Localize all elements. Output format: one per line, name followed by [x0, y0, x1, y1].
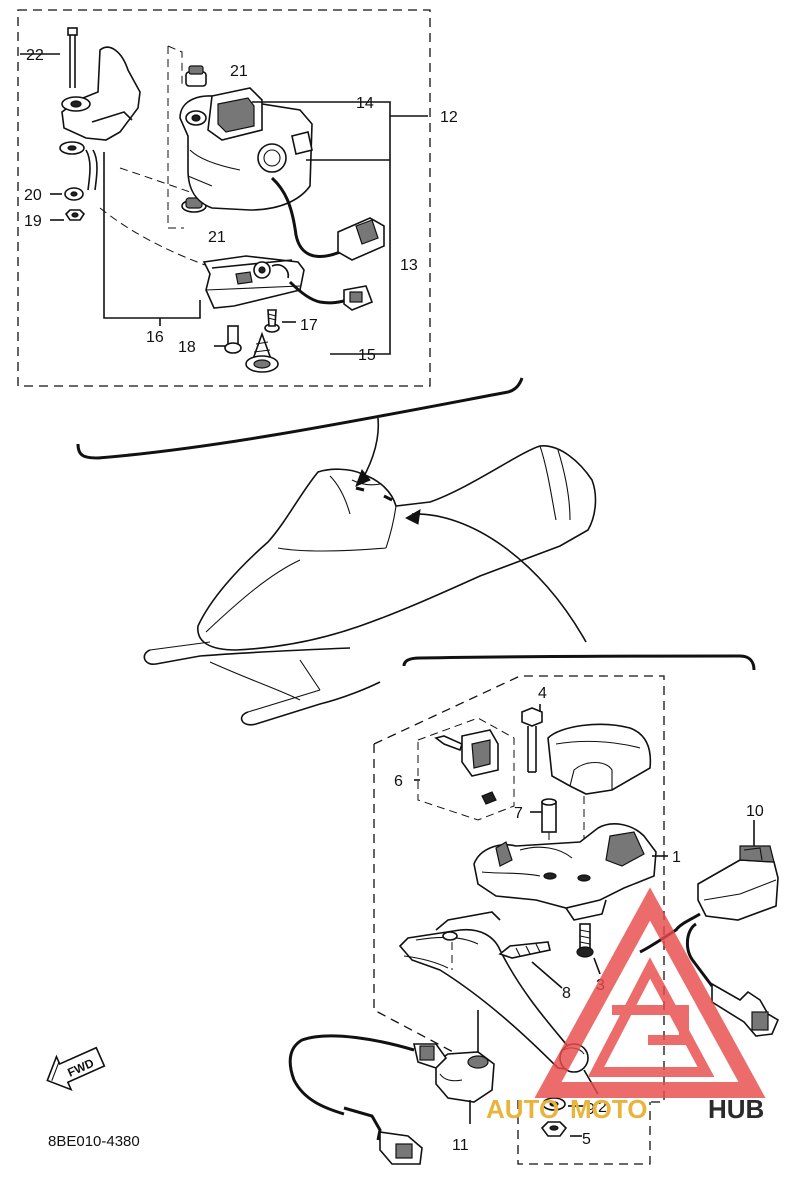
label-21-bottom: 21 [208, 229, 226, 246]
connector-11 [379, 1131, 423, 1165]
part-7-pin [541, 798, 557, 874]
lower-inset: 4 6 7 10 1 3 8 2 9 5 11 [288, 675, 780, 1165]
label-6: 6 [394, 773, 403, 790]
part-6-group [417, 717, 515, 821]
label-18: 18 [178, 339, 196, 356]
part-5-nut [540, 1121, 582, 1137]
label-17: 17 [300, 317, 318, 334]
lever-cover [547, 723, 652, 870]
lower-inset-border [373, 675, 665, 1103]
upper-inset-border [17, 9, 431, 387]
watermark-hub: HUB [708, 1094, 764, 1124]
diagram-code: 8BE010-4380 [48, 1133, 140, 1150]
label-9: 9 [586, 1101, 595, 1118]
part-17-screw [264, 309, 280, 333]
label-4: 4 [538, 685, 547, 702]
part-16-bracket [59, 46, 141, 191]
brake-lever [398, 911, 579, 1071]
watermark-moto: MOTO [570, 1094, 648, 1124]
part-9-washer [542, 1097, 584, 1111]
watermark-triangle-icon [534, 887, 766, 1098]
label-19: 19 [24, 213, 42, 230]
part-14-throttle-case [179, 87, 313, 211]
label-7: 7 [514, 805, 523, 822]
label-12: 12 [440, 109, 458, 126]
part-11-cable [288, 1034, 415, 1116]
part-6-holder [434, 729, 499, 805]
part-21-grommet-top [185, 65, 207, 87]
part-8-screw [498, 941, 563, 989]
part-10-switch [697, 820, 779, 921]
callout-arcs [76, 377, 756, 671]
fwd-arrow: FWD [46, 1046, 106, 1092]
label-8: 8 [562, 985, 571, 1002]
label-13: 13 [400, 257, 418, 274]
watermark-logo [534, 887, 766, 1098]
label-20: 20 [24, 187, 42, 204]
throttle-case-cable [270, 176, 341, 258]
part-11-switch [413, 1043, 495, 1124]
part-18-screw [224, 325, 242, 354]
label-16: 16 [146, 329, 164, 346]
part-22-bolt [67, 27, 78, 88]
label-11: 11 [452, 1137, 469, 1154]
label-2: 2 [598, 1099, 607, 1116]
label-14: 14 [356, 95, 374, 112]
label-10: 10 [746, 803, 764, 820]
watermark-auto: AUTO [486, 1094, 559, 1124]
connector-10 [711, 982, 780, 1037]
part-10-cable [686, 922, 714, 987]
part-4-bolt [521, 707, 543, 773]
part-3-screw [576, 923, 601, 975]
label-1: 1 [672, 849, 681, 866]
part-16-switch-housing [202, 255, 305, 309]
connector-13-upper [337, 217, 385, 261]
label-15: 15 [358, 347, 376, 364]
connector-16-lower [343, 285, 374, 311]
part-15-bolt [245, 331, 279, 373]
label-5: 5 [582, 1131, 591, 1148]
label-22: 22 [26, 47, 44, 64]
label-21-top: 21 [230, 63, 248, 80]
snowmobile-outline [143, 445, 597, 726]
upper-inset: 22 21 14 12 20 19 21 13 16 17 18 15 [17, 9, 458, 387]
part-1-housing [473, 823, 657, 921]
